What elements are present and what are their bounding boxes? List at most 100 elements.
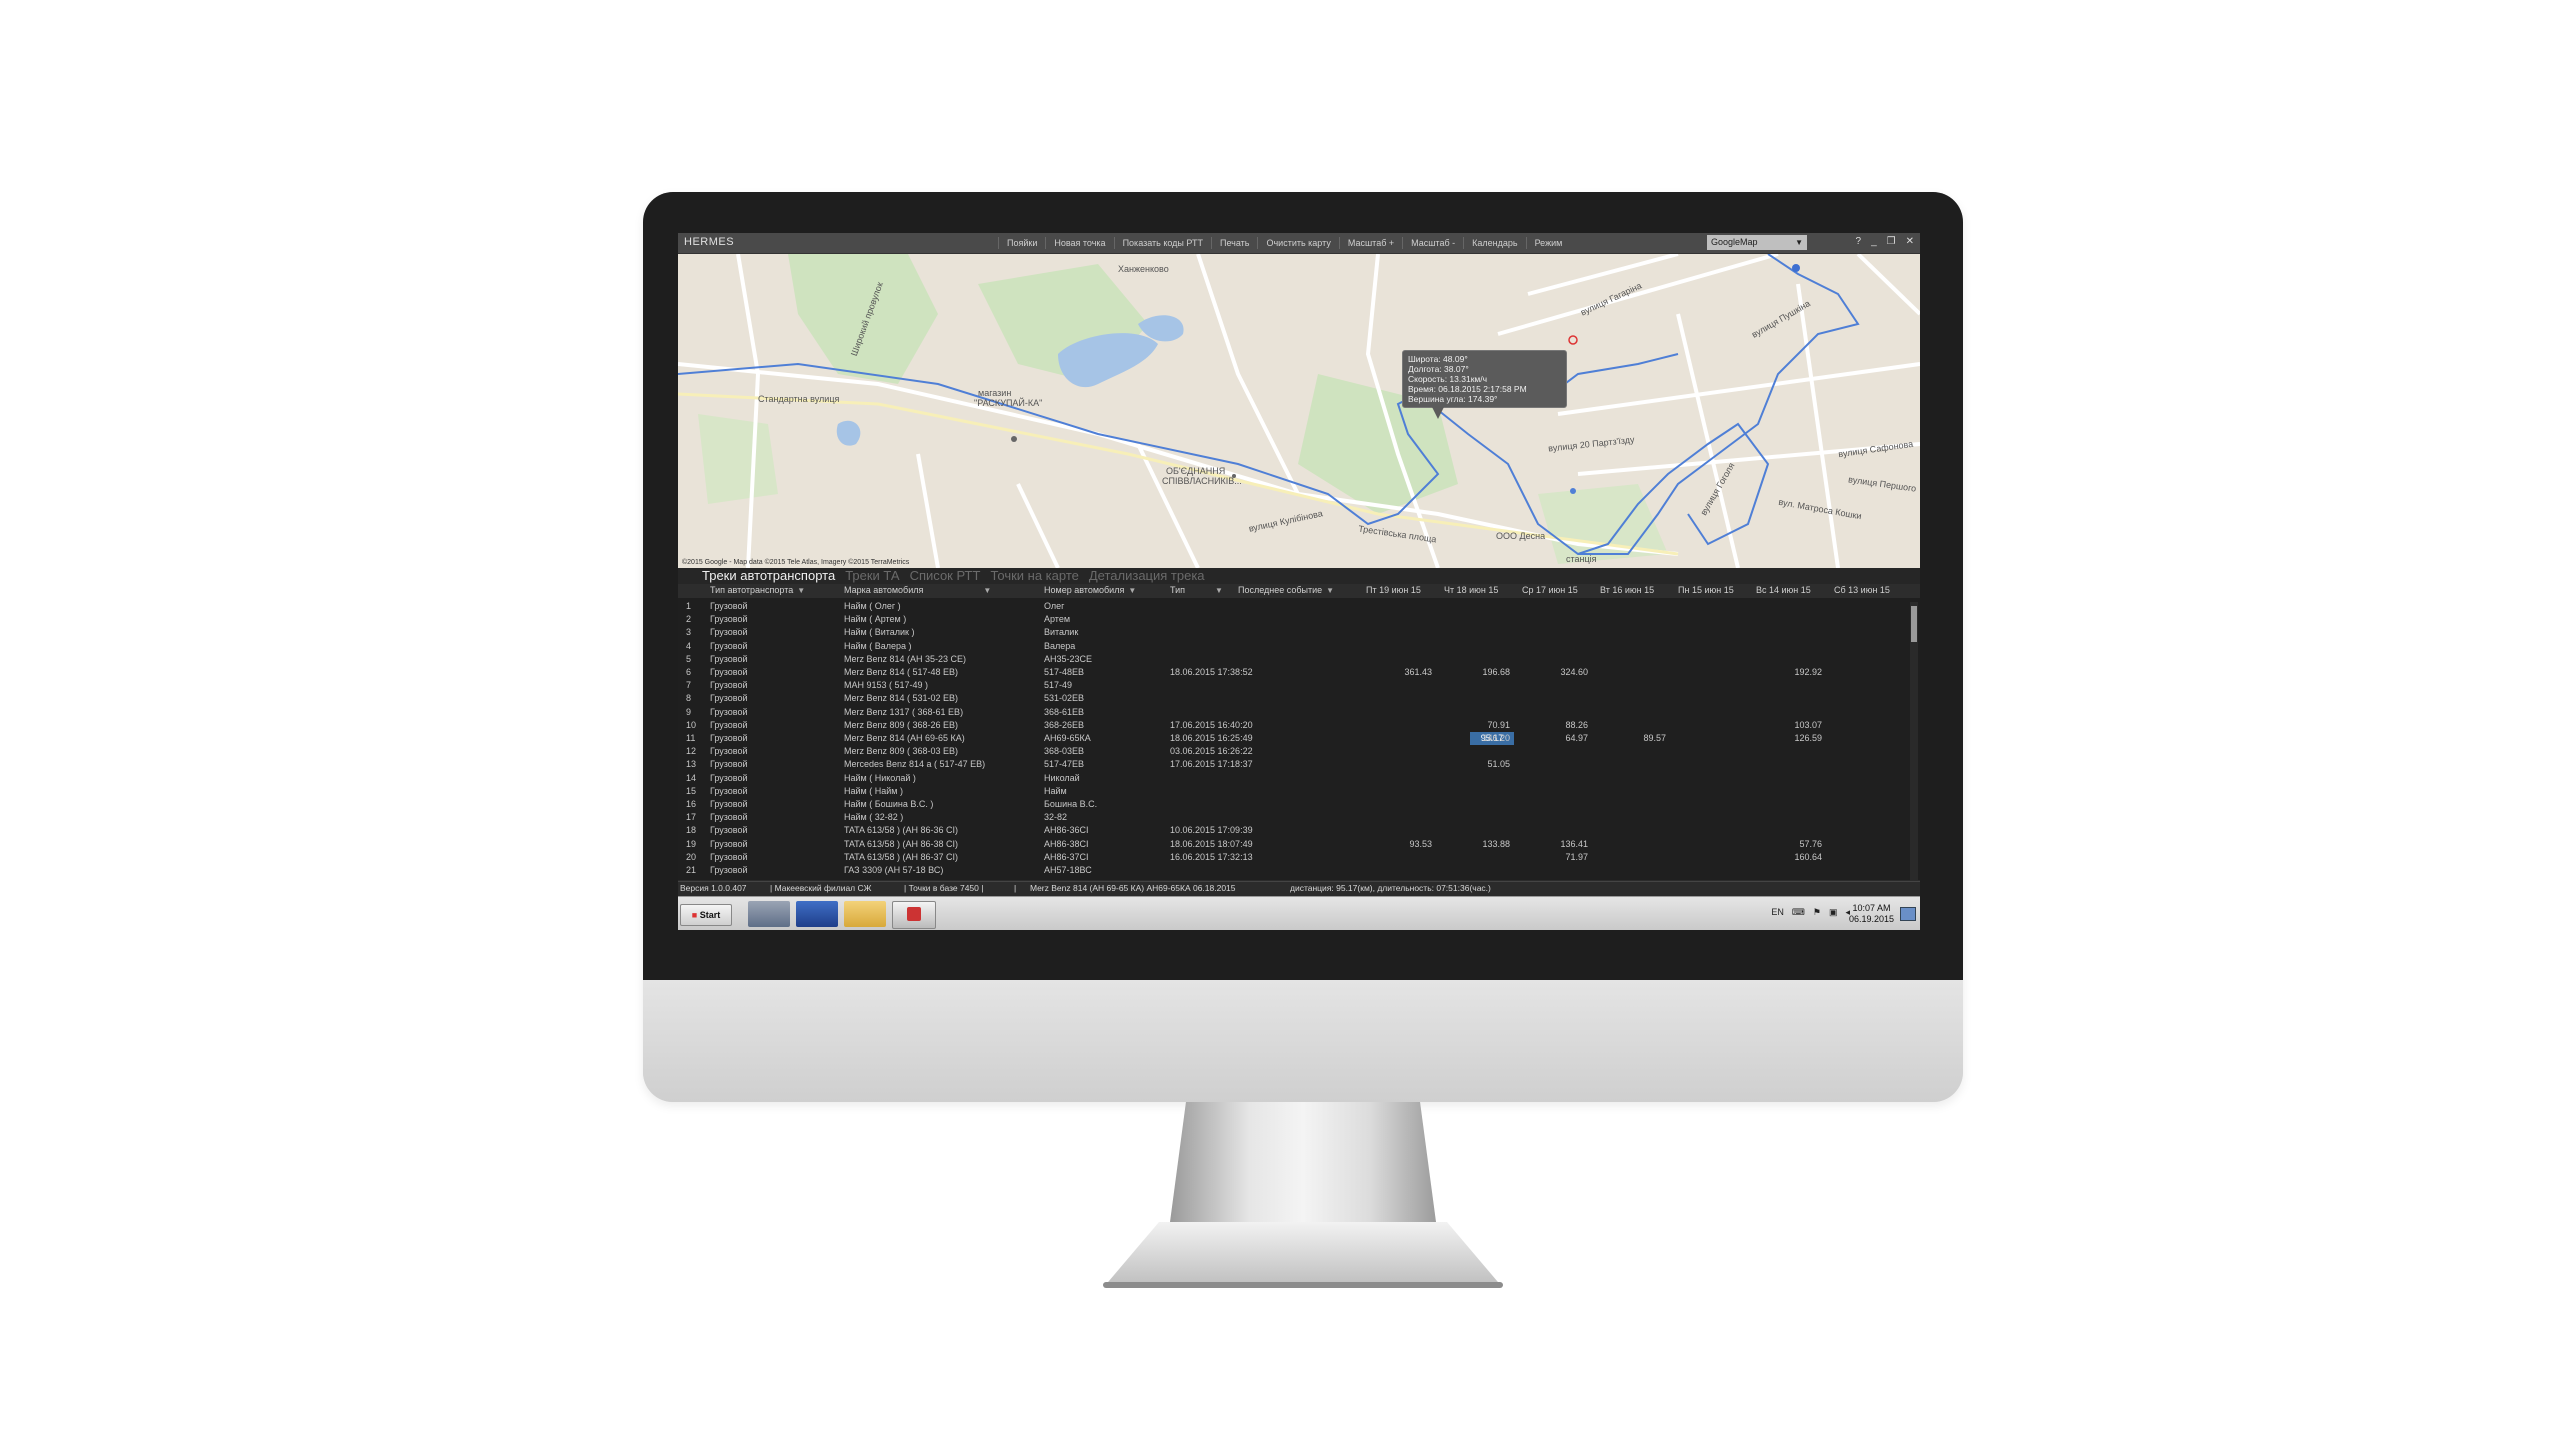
status-bar: Версия 1.0.0.407 | Макеевский филиал СЖ …: [678, 881, 1920, 896]
map-label: "РАСКУПАЙ-КА": [974, 398, 1043, 408]
menu-item-search[interactable]: Пояйки: [998, 237, 1045, 249]
help-icon[interactable]: ?: [1855, 236, 1862, 247]
row-number: 11: [686, 733, 696, 743]
column-header[interactable]: Номер автомобиля▼: [1044, 585, 1137, 595]
row-number: 21: [686, 865, 697, 875]
chevron-down-icon: ▼: [1795, 238, 1803, 247]
table-cell: Грузовой: [710, 706, 748, 717]
menu-item-mode[interactable]: Режим: [1525, 237, 1571, 249]
map-label: ООО Десна: [1496, 531, 1546, 541]
flag-icon[interactable]: ⚑: [1812, 907, 1821, 917]
explorer-folder-icon[interactable]: [844, 901, 886, 927]
start-button[interactable]: ■ Start: [680, 904, 732, 926]
table-cell: 368-03ЕВ: [1044, 746, 1085, 757]
tab-rtt-list[interactable]: Список РТТ: [909, 568, 981, 583]
table-cell: 146.20: [1482, 733, 1510, 743]
hermes-app-icon[interactable]: [892, 901, 936, 929]
table-cell: 103.07: [1794, 719, 1822, 730]
menu-item-print[interactable]: Печать: [1211, 237, 1257, 249]
tab-map-points[interactable]: Точки на карте: [990, 568, 1079, 583]
vertical-scrollbar[interactable]: [1910, 602, 1918, 880]
table-cell: Найм ( Николай ): [844, 772, 916, 783]
clock[interactable]: 10:07 AM 06.19.2015: [1849, 903, 1894, 925]
column-header[interactable]: Пт 19 июн 15: [1366, 585, 1421, 595]
keyboard-icon[interactable]: ⌨: [1791, 907, 1805, 917]
table-cell: Валера: [1044, 640, 1076, 651]
minimize-icon[interactable]: _: [1871, 236, 1877, 247]
sort-icon: ▼: [1326, 586, 1335, 595]
tab-tracks-ta[interactable]: Треки ТА: [845, 568, 900, 583]
column-header[interactable]: Пн 15 июн 15: [1678, 585, 1734, 595]
table-cell: Merz Benz 809 ( 368-03 ЕВ): [844, 746, 959, 757]
menu-item-show-codes[interactable]: Показать коды РТТ: [1113, 237, 1211, 249]
column-header[interactable]: Вс 14 июн 15: [1756, 585, 1811, 595]
column-header[interactable]: Чт 18 июн 15: [1444, 585, 1499, 595]
table-cell: 517-48ЕВ: [1044, 667, 1085, 677]
column-header[interactable]: Вт 16 июн 15: [1600, 585, 1655, 595]
table-cell: АН35-23СЕ: [1044, 653, 1093, 664]
row-number: 19: [686, 838, 697, 849]
menu-item-calendar[interactable]: Календарь: [1463, 237, 1525, 249]
column-header[interactable]: Сб 13 июн 15: [1834, 585, 1890, 595]
table-cell: Найм: [1044, 785, 1067, 796]
maximize-icon[interactable]: ❐: [1886, 236, 1896, 247]
map-pin-icon[interactable]: [1792, 264, 1800, 272]
volume-icon[interactable]: ◂: [1845, 907, 1850, 917]
scrollbar-thumb[interactable]: [1911, 606, 1917, 642]
powershell-icon[interactable]: [796, 901, 838, 927]
language-indicator[interactable]: EN: [1771, 907, 1784, 917]
map-type-select[interactable]: GoogleMap ▼: [1707, 235, 1807, 250]
network-icon[interactable]: ▣: [1828, 907, 1838, 917]
tooltip-latitude: Широта: 48.09°: [1408, 354, 1468, 364]
menu-item-new-point[interactable]: Новая точка: [1045, 237, 1113, 249]
tab-track-details[interactable]: Детализация трека: [1088, 568, 1205, 583]
table-cell: 03.06.2015 16:26:22: [1170, 746, 1253, 757]
table-cell: 57.76: [1799, 838, 1822, 849]
menu-item-zoom-in[interactable]: Масштаб +: [1338, 237, 1402, 249]
table-cell: Грузовой: [710, 785, 748, 796]
row-number: 8: [686, 693, 692, 704]
table-cell: Грузовой: [710, 865, 748, 875]
table-cell: Merz Benz 814 ( 531-02 ЕВ): [844, 693, 959, 704]
tooltip-longitude: Долгота: 38.07°: [1408, 364, 1469, 374]
map-view[interactable]: Ханженково Стандартна вулиця магазин "РА…: [678, 254, 1920, 568]
column-header[interactable]: Последнее событие▼: [1238, 585, 1335, 595]
column-header[interactable]: Ср 17 июн 15: [1522, 585, 1578, 595]
table-cell: Грузовой: [710, 851, 748, 862]
column-header[interactable]: Тип▼: [1170, 585, 1223, 595]
menu-item-clear-map[interactable]: Очистить карту: [1257, 237, 1338, 249]
column-header[interactable]: Марка автомобиля▼: [844, 585, 992, 595]
show-desktop-button[interactable]: [1900, 907, 1916, 921]
tooltip-pointer: [1432, 407, 1444, 419]
server-manager-icon[interactable]: [748, 901, 790, 927]
close-icon[interactable]: ✕: [1905, 236, 1914, 247]
menu-item-zoom-out[interactable]: Масштаб -: [1402, 237, 1463, 249]
monitor-stand-foot: [1103, 1222, 1503, 1288]
tab-vehicle-tracks[interactable]: Треки автотранспорта: [702, 568, 836, 583]
table-cell: 70.91: [1487, 719, 1510, 730]
table-cell: 18.06.2015 16:25:49: [1170, 733, 1253, 743]
table-cell: 95.17: [1470, 732, 1514, 745]
column-header[interactable]: Тип автотранспорта▼: [710, 585, 806, 595]
